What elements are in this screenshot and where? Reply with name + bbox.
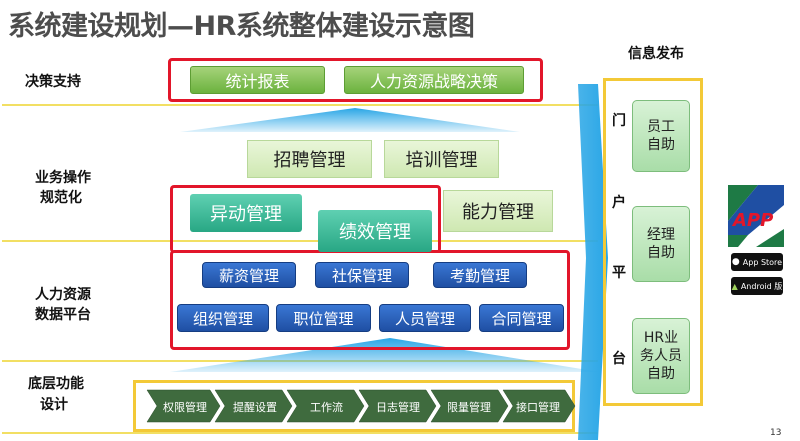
social-insurance-box: 社保管理 [315, 262, 409, 288]
app-store-badge[interactable]: ● App Store [731, 253, 783, 271]
personnel-box: 人员管理 [379, 304, 471, 332]
page-title: 系统建设规划—HR系统整体建设示意图 [8, 11, 475, 42]
portal-char-2: 户 [612, 195, 626, 211]
chevron-1 [146, 389, 221, 423]
chevron-3 [286, 389, 365, 423]
android-label: Android 版 [740, 281, 783, 291]
portal-header: 信息发布 [628, 46, 684, 62]
chevron-5 [430, 389, 509, 423]
core-frame-top [170, 185, 441, 253]
row-separator [2, 432, 598, 434]
portal-char-1: 门 [612, 113, 626, 129]
apple-icon: ● [731, 257, 740, 267]
performance-box: 绩效管理 [318, 210, 432, 252]
attendance-box: 考勤管理 [433, 262, 527, 288]
row-label-decision: 决策支持 [25, 74, 81, 90]
app-logo-text: APP [733, 210, 774, 231]
hr-self-service-box: HR业务人员自助 [632, 318, 690, 394]
portal-char-4: 台 [612, 351, 626, 367]
up-arrow-top [180, 108, 520, 132]
row-label-business-2: 规范化 [40, 190, 82, 206]
workflow-label: 工作流 [310, 401, 343, 414]
organization-box: 组织管理 [177, 304, 269, 332]
portal-char-3: 平 [612, 265, 626, 281]
chevron-2 [214, 389, 293, 423]
app-logo-icon [728, 185, 784, 247]
app-store-label: App Store [742, 257, 783, 267]
android-icon: ▲ [731, 281, 738, 291]
row-label-data-2: 数据平台 [35, 307, 91, 323]
interface-mgmt-label: 接口管理 [516, 401, 560, 414]
up-arrow-bottom [170, 338, 600, 372]
training-box: 培训管理 [384, 140, 499, 178]
row-separator [2, 104, 598, 106]
employee-self-service-box: 员工自助 [632, 100, 690, 172]
competency-box: 能力管理 [443, 190, 553, 232]
quota-mgmt-label: 限量管理 [447, 401, 491, 414]
stat-report-box: 统计报表 [190, 66, 325, 94]
recruitment-box: 招聘管理 [247, 140, 372, 178]
row-separator [2, 240, 598, 242]
row-label-business-1: 业务操作 [35, 170, 91, 186]
right-arrow [578, 84, 608, 440]
permission-mgmt-label: 权限管理 [163, 401, 207, 414]
row-label-bottom-2: 设计 [40, 397, 68, 413]
decision-frame [168, 58, 543, 102]
portal-frame [603, 78, 703, 406]
chevron-6 [502, 389, 576, 423]
chevron-4 [358, 389, 437, 423]
reminder-setting-label: 提醒设置 [233, 401, 277, 414]
manager-self-service-box: 经理自助 [632, 206, 690, 282]
page-number: 13 [770, 428, 782, 438]
hr-strategy-box: 人力资源战略决策 [344, 66, 524, 94]
row-label-bottom-1: 底层功能 [28, 376, 84, 392]
salary-box: 薪资管理 [202, 262, 296, 288]
log-mgmt-label: 日志管理 [376, 401, 420, 414]
transfer-box: 异动管理 [190, 194, 302, 232]
position-box: 职位管理 [276, 304, 371, 332]
row-label-data-1: 人力资源 [35, 287, 91, 303]
contract-box: 合同管理 [479, 304, 564, 332]
android-badge[interactable]: ▲ Android 版 [731, 277, 783, 295]
